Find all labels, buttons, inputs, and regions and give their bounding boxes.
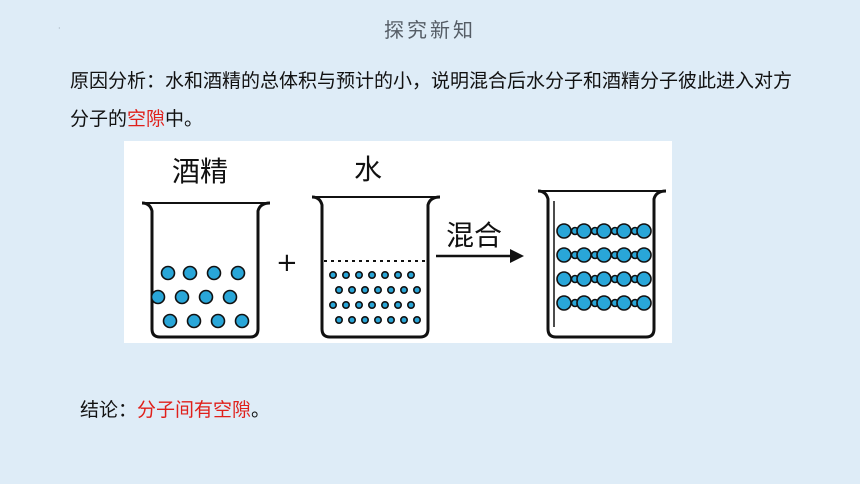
slide-title: 探究新知: [384, 18, 476, 42]
alcohol-molecule: [636, 271, 652, 287]
alcohol-molecule: [616, 271, 632, 287]
alcohol-molecule: [576, 247, 592, 263]
alcohol-molecule: [234, 313, 250, 329]
beaker-figure-svg: 酒精 水 + 混合: [141, 153, 667, 339]
molecules-group: [150, 223, 652, 329]
alcohol-molecule: [596, 223, 612, 239]
alcohol-molecule: [576, 223, 592, 239]
water-molecule: [412, 316, 421, 325]
water-molecule: [386, 286, 395, 295]
beaker-alcohol: [141, 201, 271, 339]
water-molecule: [342, 301, 351, 310]
conclusion-tail: 。: [251, 399, 271, 421]
alcohol-molecule: [198, 289, 214, 305]
alcohol-molecule: [556, 295, 572, 311]
alcohol-molecule: [636, 247, 652, 263]
water-molecule: [329, 271, 338, 280]
alcohol-molecule: [596, 271, 612, 287]
water-molecule: [386, 316, 395, 325]
alcohol-molecule: [616, 295, 632, 311]
water-molecule: [329, 301, 338, 310]
alcohol-molecule: [174, 289, 190, 305]
water-molecule: [348, 286, 357, 295]
water-molecule: [374, 316, 383, 325]
water-molecule: [374, 286, 383, 295]
analysis-tail: 中。: [165, 108, 204, 130]
alcohol-molecule: [150, 289, 166, 305]
water-molecule: [399, 316, 408, 325]
water-molecule: [348, 316, 357, 325]
conclusion-highlight: 分子间有空隙: [137, 399, 252, 421]
alcohol-molecule: [616, 247, 632, 263]
alcohol-molecule: [616, 223, 632, 239]
water-molecule: [355, 271, 364, 280]
plus-sign: +: [276, 248, 298, 278]
alcohol-molecule: [210, 313, 226, 329]
beaker-mixed: [537, 189, 667, 339]
alcohol-molecule: [556, 271, 572, 287]
water-molecule: [368, 301, 377, 310]
alcohol-molecule: [160, 265, 176, 281]
conclusion-line: 结论：分子间有空隙。: [80, 395, 270, 422]
alcohol-molecule: [596, 247, 612, 263]
label-alcohol: 酒精: [172, 155, 228, 188]
beaker-illustration: 酒精 水 + 混合: [124, 141, 672, 343]
alcohol-molecule: [230, 265, 246, 281]
analysis-highlight: 空隙: [127, 108, 166, 130]
water-molecule: [335, 316, 344, 325]
water-molecule: [361, 286, 370, 295]
alcohol-molecule: [596, 295, 612, 311]
alcohol-molecule: [636, 295, 652, 311]
alcohol-molecule: [576, 271, 592, 287]
alcohol-molecule: [636, 223, 652, 239]
alcohol-molecule: [186, 313, 202, 329]
water-molecule: [380, 271, 389, 280]
mix-arrow-head: [510, 249, 524, 263]
beaker-water: [311, 195, 441, 339]
water-molecule: [361, 316, 370, 325]
water-molecule: [335, 286, 344, 295]
analysis-text: 原因分析：水和酒精的总体积与预计的小，说明混合后水分子和酒精分子彼此进入对方分子…: [70, 70, 793, 130]
water-molecule: [412, 286, 421, 295]
label-water: 水: [354, 153, 382, 186]
conclusion-label: 结论：: [80, 399, 138, 421]
water-molecule: [355, 301, 364, 310]
label-mix: 混合: [446, 219, 502, 252]
water-molecule: [399, 286, 408, 295]
analysis-paragraph: 原因分析：水和酒精的总体积与预计的小，说明混合后水分子和酒精分子彼此进入对方分子…: [70, 62, 810, 138]
alcohol-molecule: [206, 265, 222, 281]
alcohol-molecule: [162, 313, 178, 329]
alcohol-molecule: [556, 223, 572, 239]
water-molecule: [368, 271, 377, 280]
corner-mark: ·: [58, 24, 61, 33]
alcohol-molecule: [556, 247, 572, 263]
alcohol-molecule: [182, 265, 198, 281]
alcohol-molecule: [576, 295, 592, 311]
water-molecule: [393, 301, 402, 310]
water-molecule: [406, 301, 415, 310]
alcohol-molecule: [222, 289, 238, 305]
water-molecule: [406, 271, 415, 280]
water-molecule: [393, 271, 402, 280]
water-molecule: [342, 271, 351, 280]
water-molecule: [380, 301, 389, 310]
